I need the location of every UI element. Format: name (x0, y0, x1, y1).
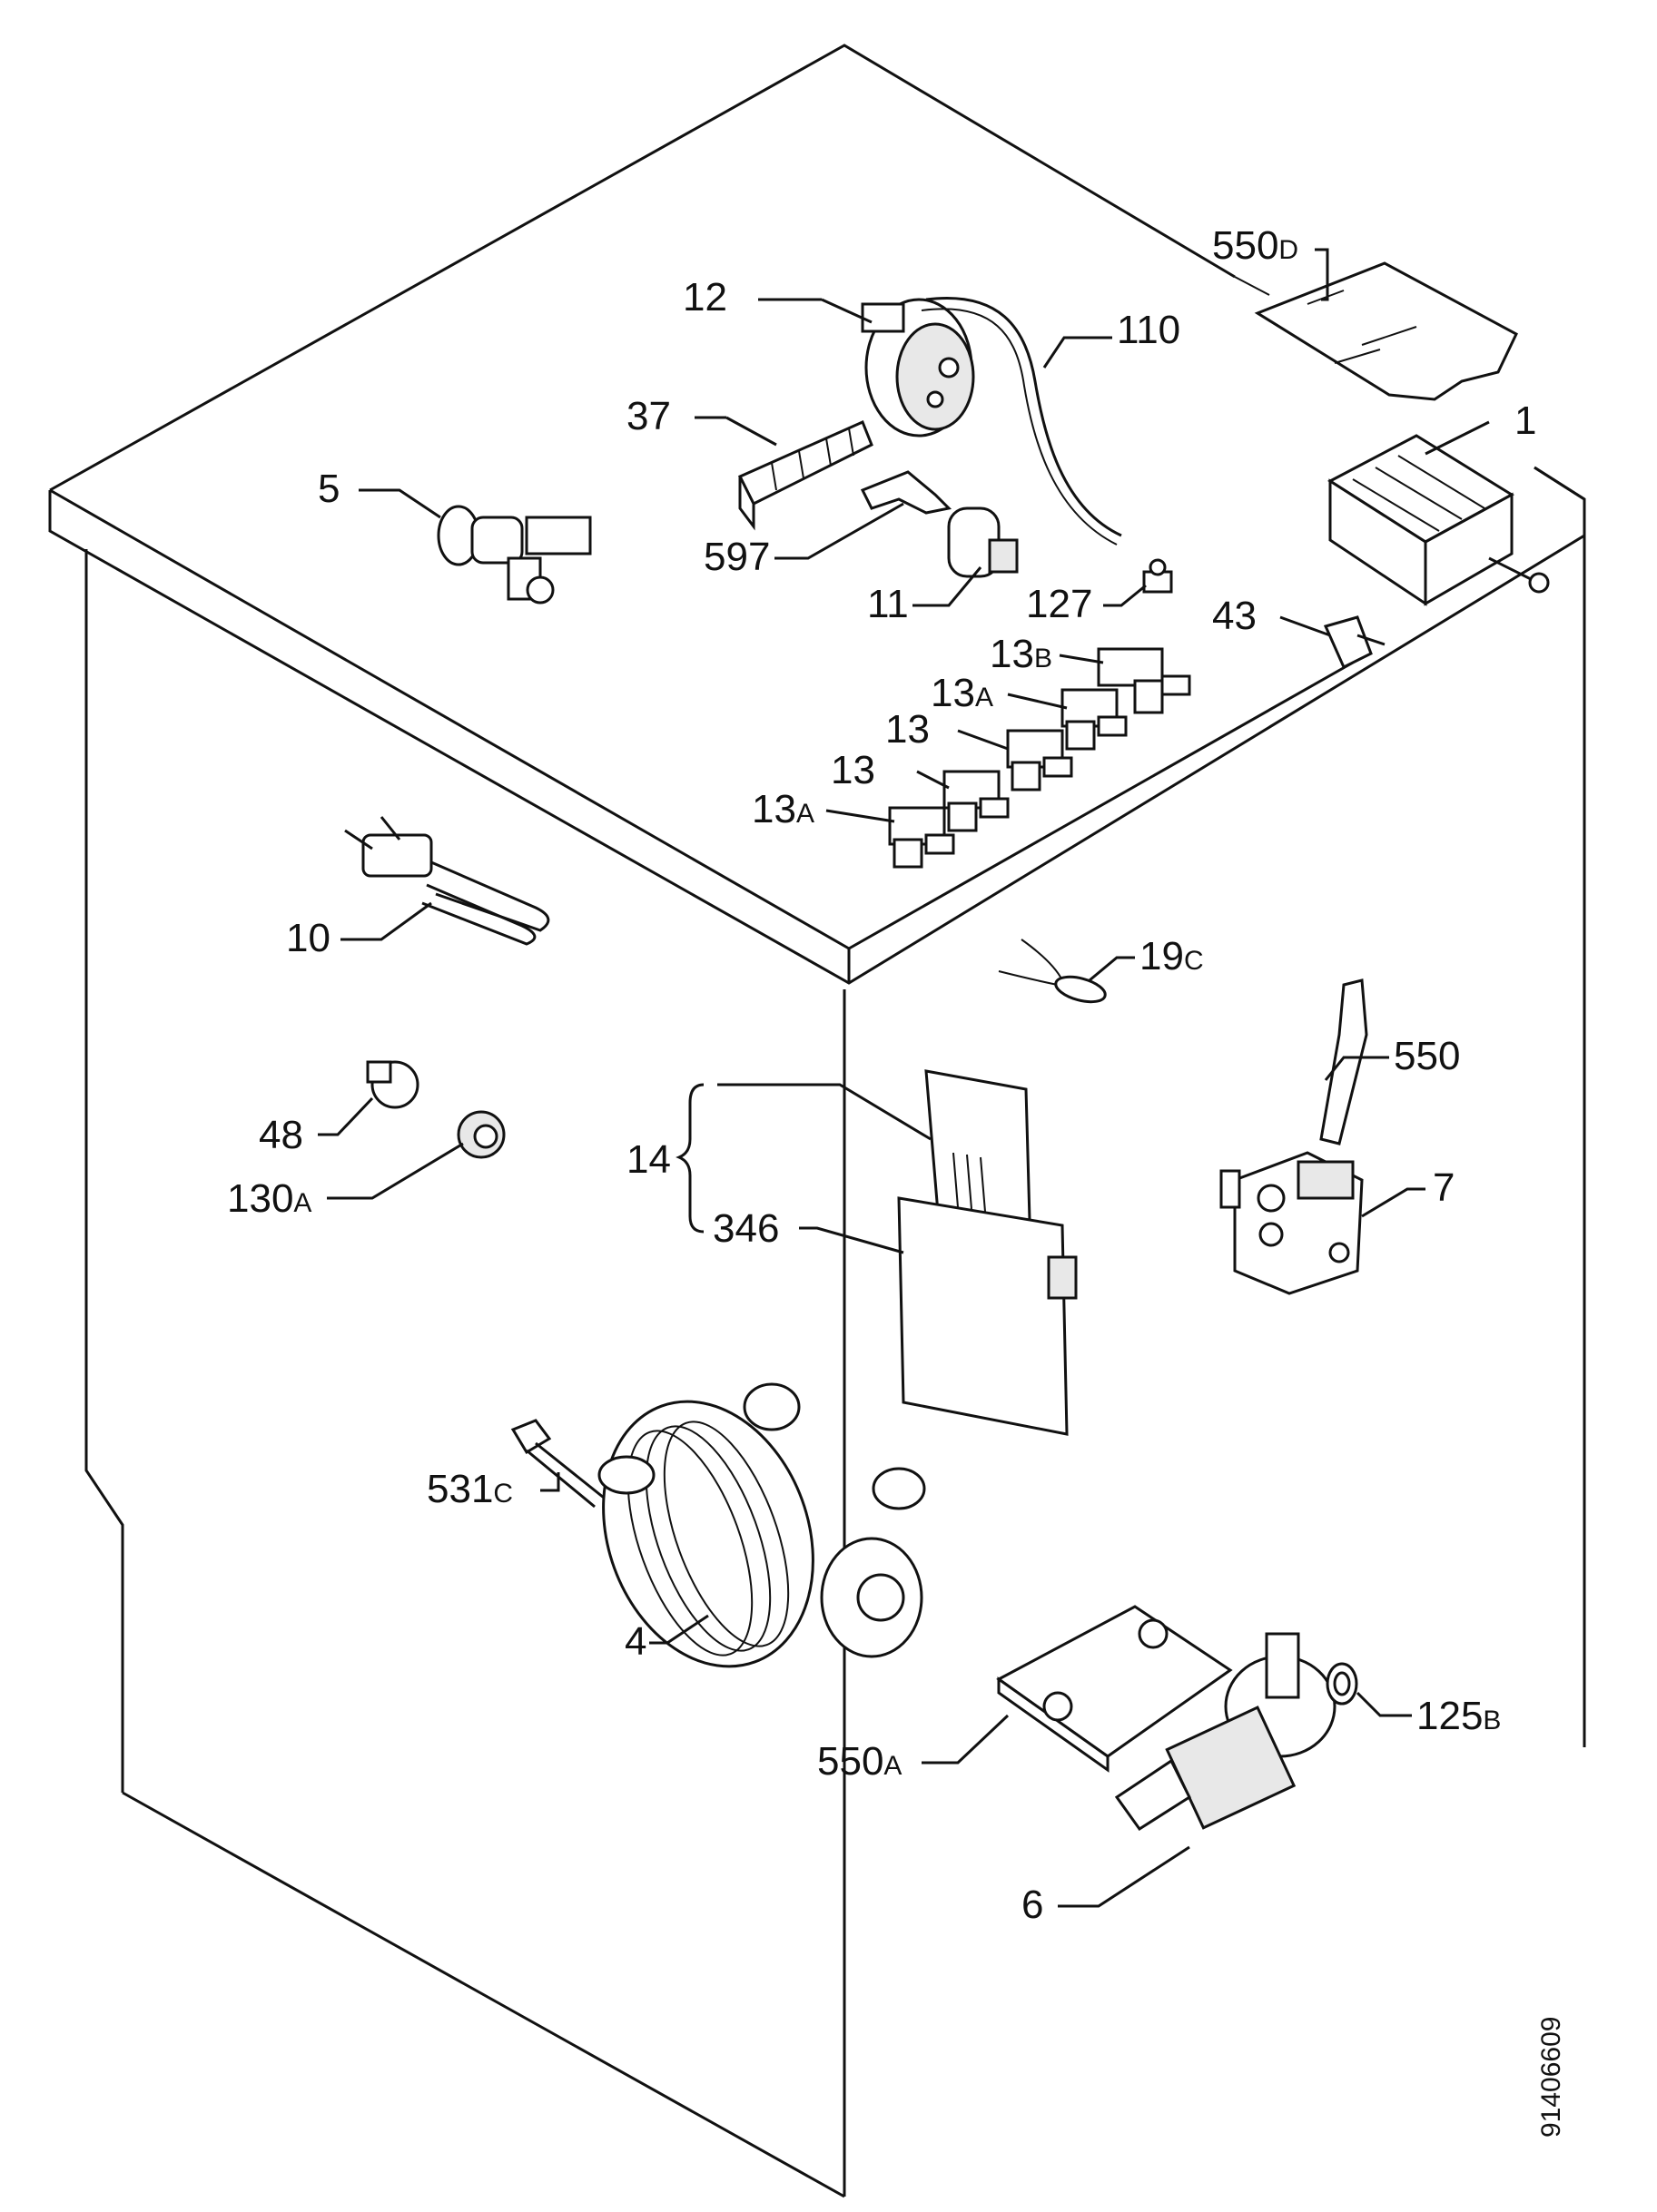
part-13-connector-lower (942, 770, 1010, 832)
label-37: 37 (626, 394, 671, 438)
label-13a-lower: 13A (752, 787, 814, 831)
part-43-switch (1323, 615, 1386, 670)
label-346: 346 (713, 1206, 779, 1251)
label-14: 14 (626, 1137, 671, 1182)
part-125b-seal-ring (1326, 1662, 1358, 1706)
part-1-programmer (1327, 434, 1550, 606)
label-48: 48 (259, 1113, 303, 1157)
part-13-connector-upper (1006, 729, 1073, 791)
label-11: 11 (867, 582, 909, 626)
part-7-door-interlock (1219, 1151, 1364, 1295)
part-12-pressure-switch (861, 298, 975, 437)
part-550a-pad (996, 1605, 1233, 1773)
part-597-clip (860, 470, 952, 515)
label-110: 110 (1117, 308, 1180, 352)
label-597: 597 (704, 535, 770, 579)
label-531c: 531C (427, 1467, 513, 1511)
label-19c: 19C (1139, 934, 1204, 978)
part-130a-component (457, 1110, 506, 1159)
leader-lines (318, 248, 1490, 1908)
label-43: 43 (1212, 594, 1257, 638)
part-4-motor (597, 1382, 926, 1668)
label-127: 127 (1026, 582, 1092, 626)
label-550d: 550D (1212, 223, 1298, 268)
label-125b: 125B (1416, 1694, 1501, 1738)
part-550-lever (1319, 978, 1368, 1145)
part-5-valve (437, 505, 592, 605)
label-5: 5 (318, 467, 340, 511)
part-550d-cover (1254, 261, 1518, 401)
label-13b: 13B (990, 632, 1052, 676)
part-11-capacitor (947, 506, 1019, 578)
part-labels: 550D 12 110 37 1 5 597 11 127 43 13B 13A… (227, 223, 1536, 1927)
label-13-lower: 13 (831, 748, 875, 792)
label-10: 10 (286, 916, 330, 960)
part-346-dispenser-housing (897, 1196, 1078, 1436)
label-550: 550 (1394, 1034, 1460, 1078)
label-13-upper: 13 (885, 707, 930, 752)
label-6: 6 (1021, 1883, 1043, 1927)
drawing-number: 91406609 (1536, 2017, 1566, 2138)
label-7: 7 (1433, 1165, 1455, 1210)
part-13a-connector-upper (1060, 688, 1128, 751)
part-19c-sensor (998, 939, 1107, 1004)
part-13a-connector-lower (888, 806, 955, 869)
part-48-component (366, 1060, 419, 1109)
label-1: 1 (1514, 398, 1536, 443)
label-12: 12 (683, 275, 727, 320)
part-10-heating-element (344, 816, 550, 946)
part-37-terminal-block (737, 419, 873, 531)
label-130a: 130A (227, 1176, 311, 1221)
part-110-hose (925, 297, 1122, 537)
label-550a: 550A (817, 1739, 902, 1784)
part-531c-screw (510, 1419, 605, 1509)
part-6-pump (1114, 1632, 1336, 1832)
bracket-14 (676, 1083, 705, 1234)
part-13b-connector (1097, 647, 1191, 714)
label-13a-upper: 13A (931, 671, 993, 715)
part-127-connector (1142, 558, 1173, 594)
label-4: 4 (625, 1619, 646, 1664)
